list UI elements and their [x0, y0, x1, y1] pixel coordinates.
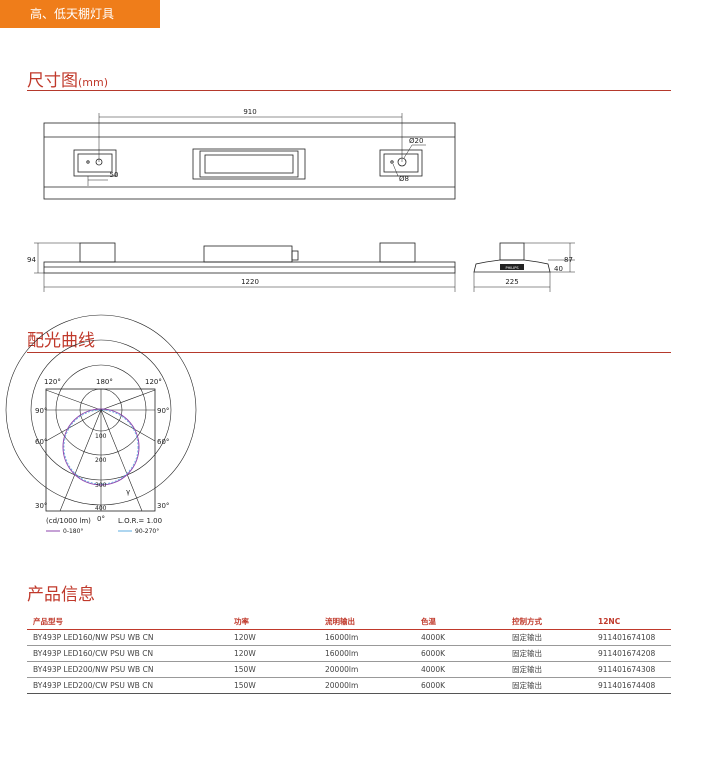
lor-label: L.O.R.= 1.00 [118, 517, 162, 525]
legend-label-0-180: 0-180° [63, 528, 83, 535]
dim-225-label: 225 [505, 278, 518, 286]
angle-label: 60° [35, 438, 47, 446]
dim-87-label: 87 [564, 256, 573, 264]
brand-logo-text: PHILIPS [505, 266, 519, 270]
angle-label: 60° [157, 438, 169, 446]
cell-lumen: 16000lm [319, 629, 415, 646]
product-table: 产品型号 功率 流明输出 色温 控制方式 12NC BY493P LED160/… [27, 613, 671, 694]
angle-label: 90° [35, 407, 47, 415]
col-header-model: 产品型号 [27, 613, 228, 630]
angle-label: 30° [35, 502, 47, 510]
top-view-drawing [43, 113, 456, 200]
section-rule [27, 352, 671, 353]
curve-90-270 [63, 409, 139, 485]
cell-control: 固定输出 [506, 645, 592, 662]
cell-model: BY493P LED200/NW PSU WB CN [27, 661, 228, 678]
table-row: BY493P LED160/NW PSU WB CN 120W 16000lm … [27, 629, 671, 646]
brand-plate [500, 264, 524, 270]
zero-angle-label: 0° [97, 515, 105, 523]
category-tag: 高、低天棚灯具 [0, 0, 160, 28]
table-row: BY493P LED160/CW PSU WB CN 120W 16000lm … [27, 645, 671, 662]
angle-label: 30° [157, 502, 169, 510]
cell-model: BY493P LED200/CW PSU WB CN [27, 677, 228, 694]
section-title-dimensions: 尺寸图(mm) [27, 66, 108, 91]
cell-cct: 4000K [415, 629, 506, 646]
dim-50-label: 50 [110, 171, 119, 179]
cell-model: BY493P LED160/NW PSU WB CN [27, 629, 228, 646]
angle-label: 90° [157, 407, 169, 415]
dimensions-unit: (mm) [78, 76, 109, 89]
legend-label-90-270: 90-270° [135, 528, 159, 535]
cell-cct: 4000K [415, 661, 506, 678]
ring-label: 400 [95, 505, 107, 512]
cell-cct: 6000K [415, 677, 506, 694]
end-view-drawing [473, 242, 575, 292]
col-header-power: 功率 [228, 613, 319, 630]
table-row: BY493P LED200/CW PSU WB CN 150W 20000lm … [27, 677, 671, 694]
cell-control: 固定输出 [506, 677, 592, 694]
cell-power: 120W [228, 629, 319, 646]
cell-12nc: 911401674108 [592, 629, 671, 646]
table-row: BY493P LED200/NW PSU WB CN 150W 20000lm … [27, 661, 671, 678]
cell-lumen: 16000lm [319, 645, 415, 662]
cell-model: BY493P LED160/CW PSU WB CN [27, 645, 228, 662]
ring-label: 200 [95, 457, 107, 464]
cell-control: 固定输出 [506, 661, 592, 678]
angle-label: 120° [44, 378, 61, 386]
polar-diagram [5, 314, 197, 512]
cell-power: 150W [228, 661, 319, 678]
ring-label: 300 [95, 482, 107, 489]
section-title-light-distribution: 配光曲线 [27, 331, 95, 351]
unit-label: (cd/1000 lm) [46, 517, 91, 525]
angle-label: 120° [145, 378, 162, 386]
dim-910-label: 910 [243, 108, 256, 116]
section-rule [27, 90, 671, 91]
side-view-drawing [34, 242, 456, 292]
cell-12nc: 911401674308 [592, 661, 671, 678]
curve-0-180 [62, 408, 140, 486]
col-header-lumen: 流明输出 [319, 613, 415, 630]
ring-label: 100 [95, 433, 107, 440]
cell-12nc: 911401674408 [592, 677, 671, 694]
dim-hole-small-label: Ø8 [399, 175, 409, 183]
technical-drawings: 910 50 Ø20 Ø8 94 1220 87 40 225 PHILIPS … [5, 108, 575, 535]
col-header-12nc: 12NC [592, 613, 671, 630]
cell-12nc: 911401674208 [592, 645, 671, 662]
dim-hole-large-label: Ø20 [409, 137, 423, 145]
angle-label: 180° [96, 378, 113, 386]
section-title-product-info: 产品信息 [27, 585, 95, 605]
dim-94-label: 94 [27, 256, 36, 264]
cell-power: 120W [228, 645, 319, 662]
cell-lumen: 20000lm [319, 677, 415, 694]
col-header-cct: 色温 [415, 613, 506, 630]
cell-power: 150W [228, 677, 319, 694]
cell-lumen: 20000lm [319, 661, 415, 678]
cell-control: 固定输出 [506, 629, 592, 646]
col-header-control: 控制方式 [506, 613, 592, 630]
cell-cct: 6000K [415, 645, 506, 662]
dimensions-title: 尺寸图 [27, 71, 78, 91]
gamma-label: γ [126, 488, 130, 496]
dim-40-label: 40 [554, 265, 563, 273]
table-header-row: 产品型号 功率 流明输出 色温 控制方式 12NC [27, 613, 671, 630]
dim-1220-label: 1220 [241, 278, 259, 286]
